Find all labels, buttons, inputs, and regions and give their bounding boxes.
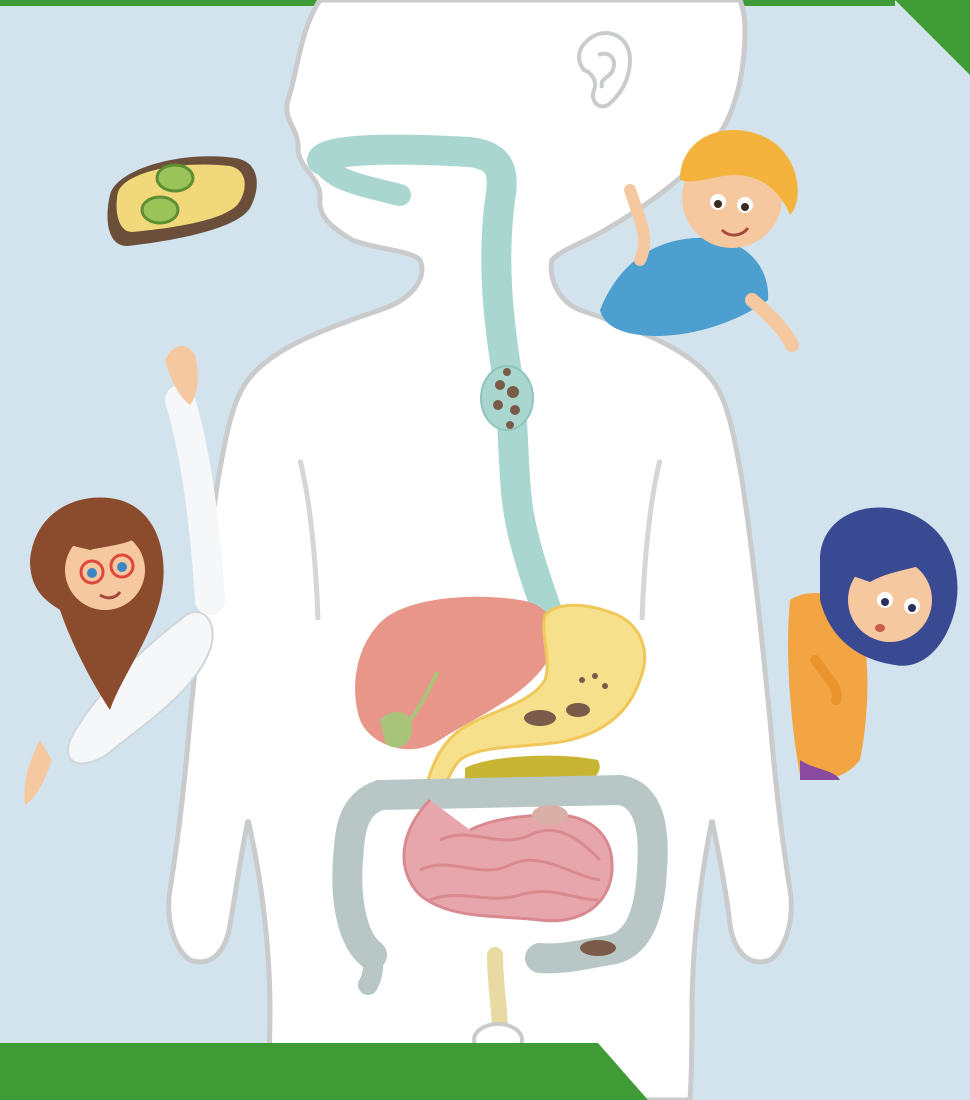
rectum	[495, 955, 500, 1030]
corner-accent	[895, 0, 970, 75]
appendix	[368, 955, 373, 985]
footer-banner	[0, 1043, 648, 1100]
small-intestine	[404, 800, 612, 921]
scientist-character	[24, 346, 212, 805]
food-in-intestine	[532, 805, 568, 825]
waste-in-colon	[580, 940, 616, 956]
girl-character	[788, 507, 957, 780]
bread-slice-with-cucumber	[107, 156, 256, 246]
